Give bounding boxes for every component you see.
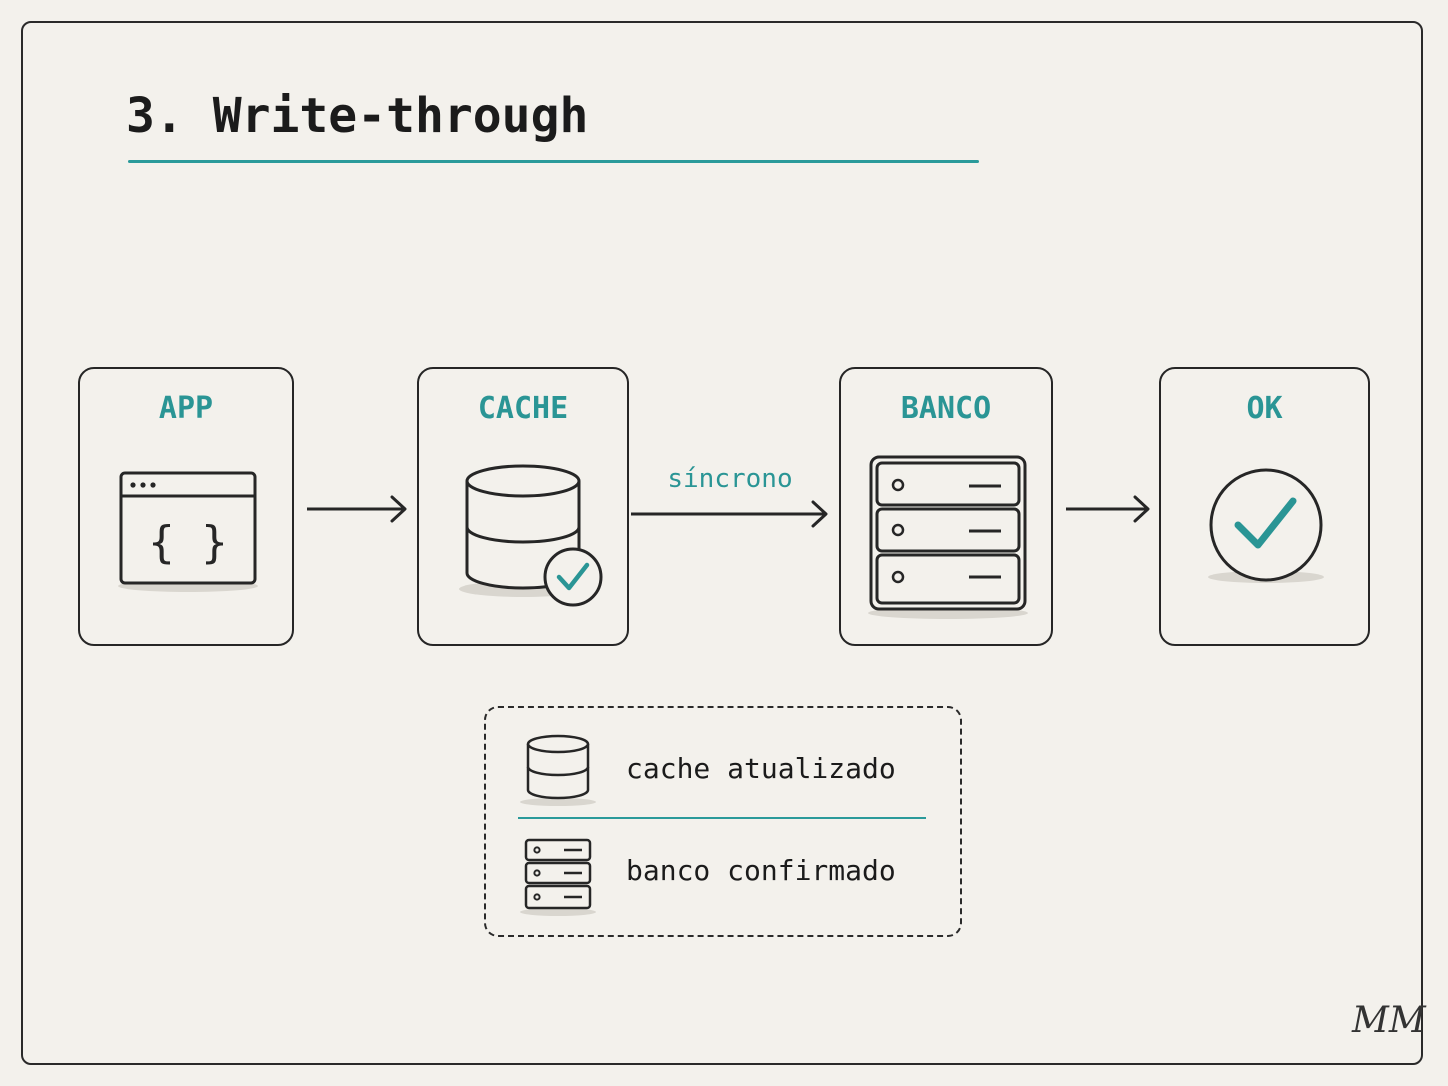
legend-item-cache-text: cache atualizado — [626, 752, 896, 785]
svg-text:{ }: { } — [148, 517, 227, 568]
server-icon — [520, 838, 596, 916]
legend-divider — [518, 817, 926, 819]
arrow-banco-to-ok — [1066, 495, 1150, 523]
diagram-frame — [21, 21, 1423, 1065]
server-rack-icon — [868, 455, 1028, 619]
diagram-title: 3. Write-through — [126, 88, 589, 144]
database-check-icon — [459, 464, 603, 607]
node-banco-label: BANCO — [900, 391, 992, 426]
node-cache: CACHE — [417, 367, 629, 646]
node-app-label: APP — [158, 391, 214, 426]
arrow-cache-to-banco — [631, 500, 828, 528]
node-cache-label: CACHE — [477, 391, 569, 426]
arrow-app-to-cache — [307, 495, 407, 523]
edge-label-sincrono: síncrono — [667, 464, 793, 494]
node-ok: OK — [1159, 367, 1370, 646]
database-icon — [520, 734, 596, 806]
legend-box: cache atualizado banco confirmado — [484, 706, 962, 937]
author-signature: MM — [1352, 1000, 1426, 1041]
node-banco: BANCO — [839, 367, 1053, 646]
node-ok-label: OK — [1246, 391, 1283, 426]
node-app: APP { } — [78, 367, 294, 646]
code-window-icon: { } — [118, 471, 258, 592]
legend-item-banco-text: banco confirmado — [626, 854, 896, 887]
check-circle-icon — [1208, 468, 1324, 583]
title-underline — [128, 160, 979, 163]
